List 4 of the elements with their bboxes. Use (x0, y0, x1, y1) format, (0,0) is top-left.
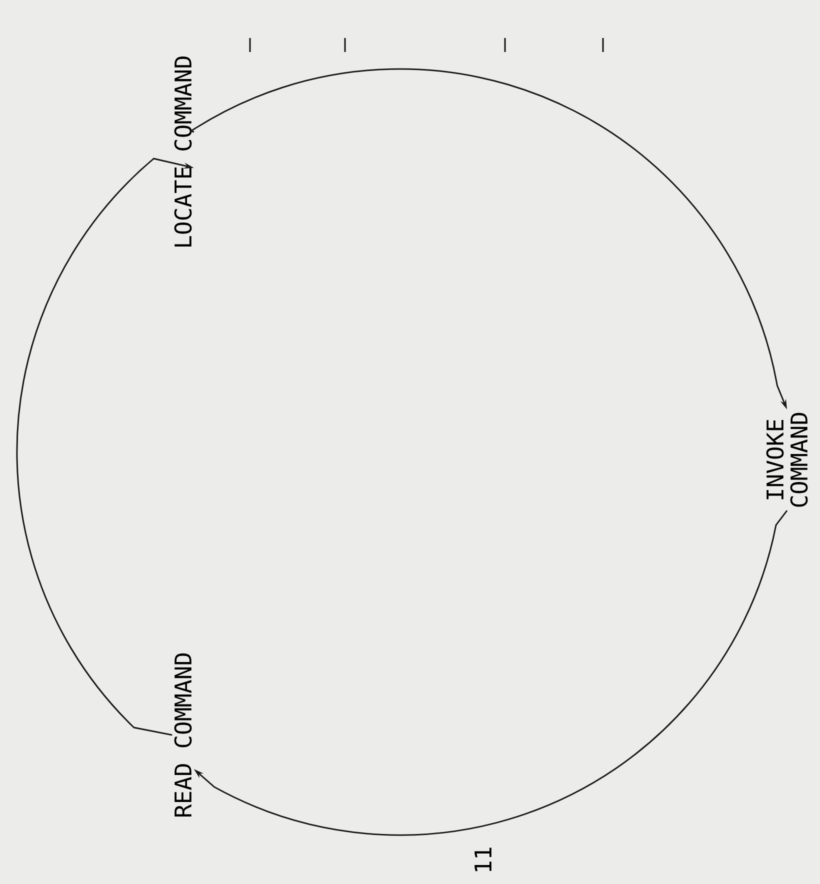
page-number: 11 (474, 848, 492, 872)
command-label: READ COMMAND (174, 653, 192, 816)
command-label: LOCATE COMMAND (174, 56, 192, 247)
command-label: INVOKE COMMAND (766, 412, 808, 507)
